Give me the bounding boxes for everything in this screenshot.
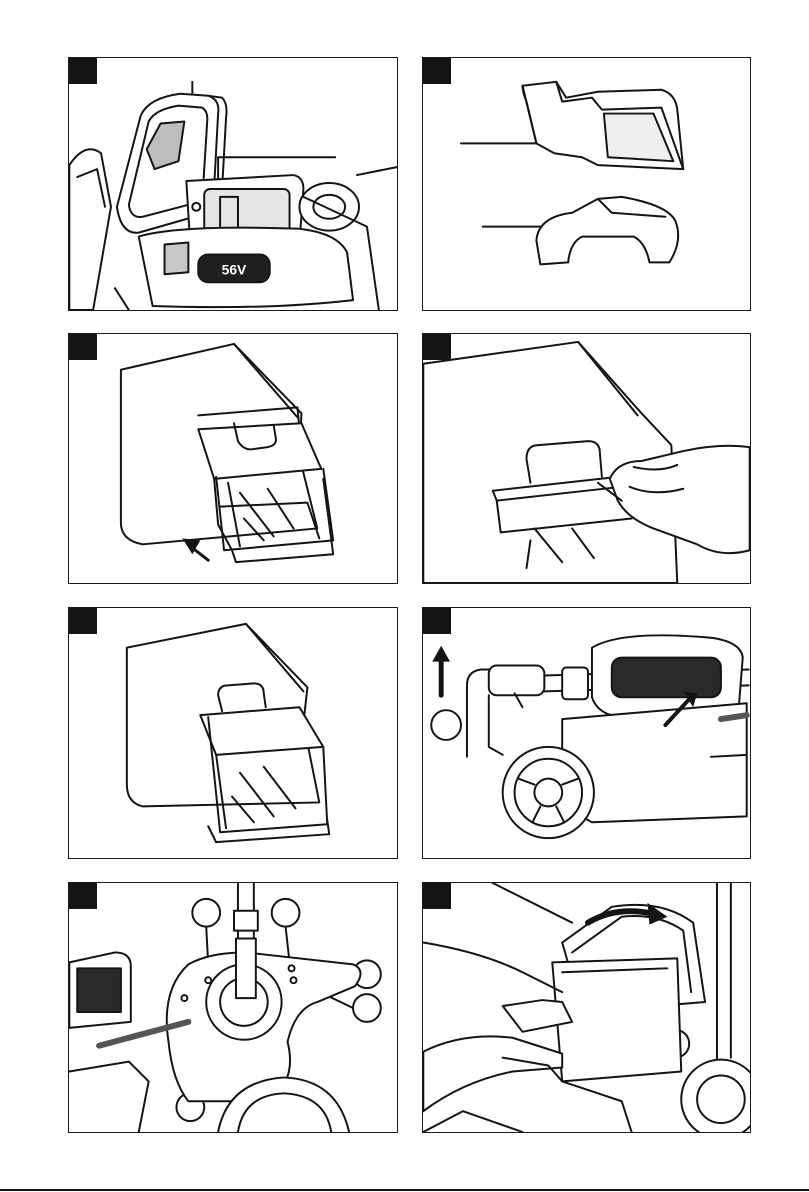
clip-bag-illustration: [423, 334, 750, 583]
attach-bag-illustration: [423, 883, 750, 1132]
callout-circle-a: [431, 710, 461, 740]
battery-compartment-illustration: 56V: [69, 58, 397, 310]
figure-4-clip-bag-to-frame: [422, 333, 751, 584]
figure-6-raise-handle: [422, 607, 751, 859]
callout-circle-4: [353, 994, 381, 1022]
figure-1-battery-compartment: 56V: [68, 57, 398, 311]
rear-deck-illustration: [69, 883, 397, 1132]
figure-7-rear-deck-callouts: [68, 882, 398, 1133]
raise-handle-illustration: [423, 608, 750, 858]
figure-1-number-tab: [69, 58, 97, 84]
figure-2-grass-bag-parts: [422, 57, 751, 311]
figure-3-insert-frame-into-bag: [68, 333, 398, 584]
figure-8-number-tab: [423, 883, 451, 909]
figure-2-number-tab: [423, 58, 451, 84]
callout-circle-1: [192, 899, 220, 927]
up-arrow-head: [432, 646, 450, 662]
figure-5-number-tab: [69, 608, 97, 634]
grass-bag-parts-illustration: [423, 58, 750, 310]
figure-6-number-tab: [423, 608, 451, 634]
figure-5-assembled-grass-bag: [68, 607, 398, 859]
figure-4-number-tab: [423, 334, 451, 360]
figure-8-attach-grass-bag: [422, 882, 751, 1133]
assembled-bag-illustration: [69, 608, 397, 858]
figure-7-number-tab: [69, 883, 97, 909]
figure-3-number-tab: [69, 334, 97, 360]
page-bottom-rule: [0, 1189, 809, 1191]
svg-text:56V: 56V: [222, 261, 247, 277]
insert-frame-illustration: [69, 334, 397, 583]
callout-circle-2: [272, 899, 300, 927]
